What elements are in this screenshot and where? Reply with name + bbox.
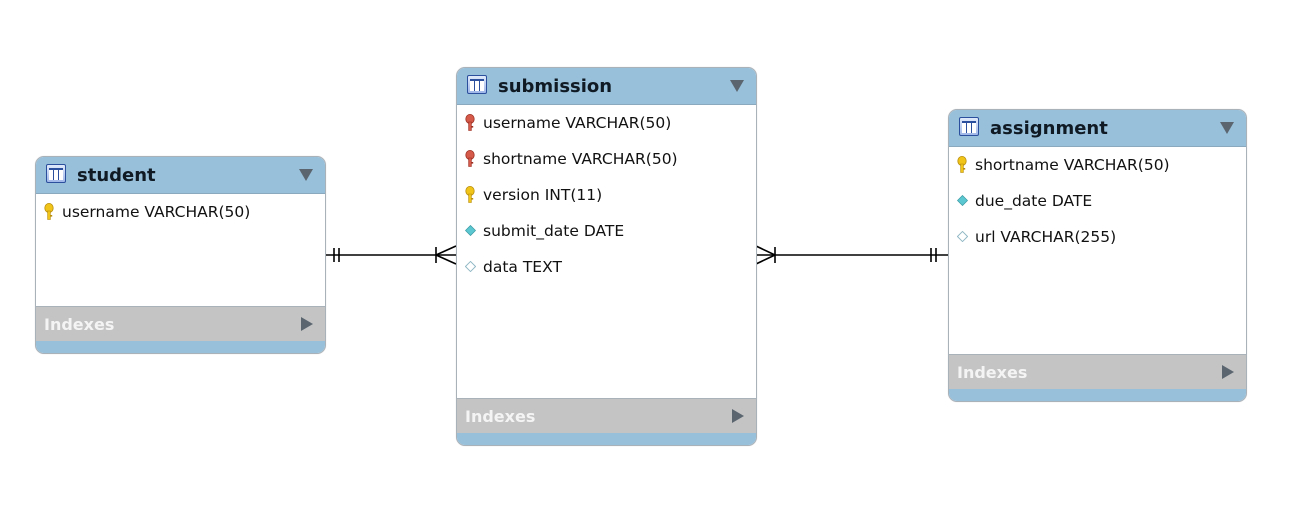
- table-title: assignment: [990, 118, 1108, 139]
- table-footer: [457, 433, 756, 445]
- table-assignment[interactable]: assignment shortname VARCHAR(50) due_dat…: [948, 109, 1247, 402]
- collapse-triangle-icon[interactable]: [730, 80, 744, 92]
- column-label: due_date DATE: [975, 192, 1093, 210]
- column-row[interactable]: url VARCHAR(255): [949, 219, 1246, 255]
- column-label: username VARCHAR(50): [62, 203, 251, 221]
- column-label: version INT(11): [483, 186, 603, 204]
- indexes-section[interactable]: Indexes: [457, 398, 756, 433]
- primary-key-icon: [465, 186, 475, 203]
- table-icon: [46, 164, 66, 183]
- column-label: submit_date DATE: [483, 222, 625, 240]
- expand-triangle-icon[interactable]: [732, 409, 744, 423]
- column-row[interactable]: username VARCHAR(50): [36, 194, 325, 230]
- table-header[interactable]: assignment: [949, 110, 1246, 147]
- column-list: username VARCHAR(50) shortname VARCHAR(5…: [457, 105, 756, 285]
- foreign-key-icon: [465, 150, 475, 167]
- collapse-triangle-icon[interactable]: [1220, 122, 1234, 134]
- foreign-key-icon: [465, 114, 475, 131]
- nullable-column-icon: [957, 231, 968, 242]
- table-submission[interactable]: submission username VARCHAR(50) shortnam…: [456, 67, 757, 446]
- table-header[interactable]: student: [36, 157, 325, 194]
- indexes-section[interactable]: Indexes: [949, 354, 1246, 389]
- indexes-label: Indexes: [957, 363, 1028, 382]
- table-title: student: [77, 165, 156, 186]
- primary-key-icon: [957, 156, 967, 173]
- column-label: shortname VARCHAR(50): [483, 150, 678, 168]
- column-row[interactable]: version INT(11): [457, 177, 756, 213]
- nullable-column-icon: [465, 261, 476, 272]
- relationship-student-submission[interactable]: [326, 245, 457, 265]
- column-row[interactable]: username VARCHAR(50): [457, 105, 756, 141]
- expand-triangle-icon[interactable]: [301, 317, 313, 331]
- table-footer: [949, 389, 1246, 401]
- column-row[interactable]: shortname VARCHAR(50): [457, 141, 756, 177]
- column-row[interactable]: submit_date DATE: [457, 213, 756, 249]
- column-row[interactable]: data TEXT: [457, 249, 756, 285]
- table-icon: [959, 117, 979, 136]
- indexes-label: Indexes: [44, 315, 115, 334]
- table-icon: [467, 75, 487, 94]
- column-label: username VARCHAR(50): [483, 114, 672, 132]
- table-header[interactable]: submission: [457, 68, 756, 105]
- column-list: shortname VARCHAR(50) due_date DATE url …: [949, 147, 1246, 255]
- expand-triangle-icon[interactable]: [1222, 365, 1234, 379]
- column-label: shortname VARCHAR(50): [975, 156, 1170, 174]
- column-label: data TEXT: [483, 258, 562, 276]
- nonnull-column-icon: [465, 225, 476, 236]
- column-row[interactable]: due_date DATE: [949, 183, 1246, 219]
- indexes-section[interactable]: Indexes: [36, 306, 325, 341]
- relationship-submission-assignment[interactable]: [755, 245, 948, 265]
- column-list: username VARCHAR(50): [36, 194, 325, 230]
- indexes-label: Indexes: [465, 407, 536, 426]
- collapse-triangle-icon[interactable]: [299, 169, 313, 181]
- column-label: url VARCHAR(255): [975, 228, 1117, 246]
- nonnull-column-icon: [957, 195, 968, 206]
- table-student[interactable]: student username VARCHAR(50) Indexes: [35, 156, 326, 354]
- table-footer: [36, 341, 325, 353]
- table-title: submission: [498, 76, 613, 97]
- primary-key-icon: [44, 203, 54, 220]
- column-row[interactable]: shortname VARCHAR(50): [949, 147, 1246, 183]
